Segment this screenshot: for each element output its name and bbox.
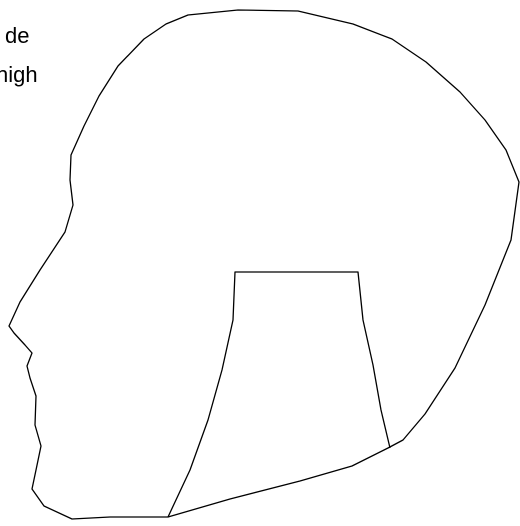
label-de: de xyxy=(5,23,29,49)
neck-region-outline xyxy=(168,272,390,517)
label-nigh: nigh xyxy=(0,62,38,88)
head-profile-outline xyxy=(9,10,519,519)
